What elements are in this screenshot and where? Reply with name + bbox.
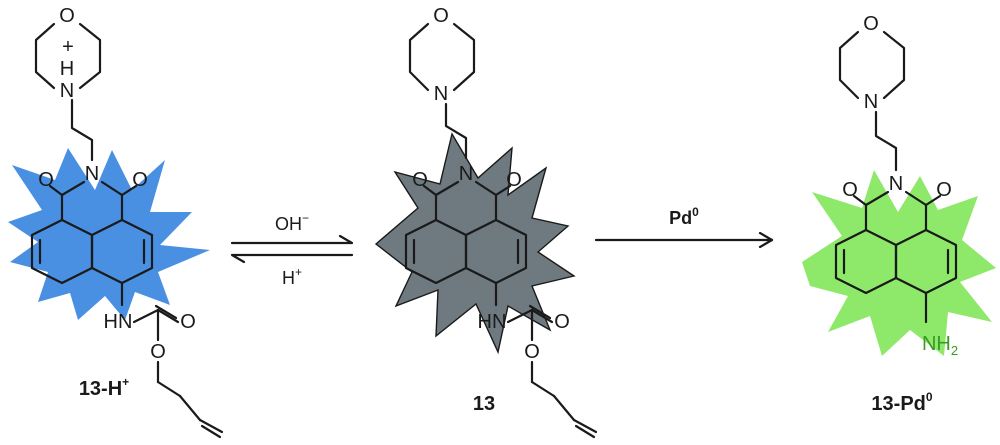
ring-nitrogen: N <box>864 91 878 113</box>
ring-charge: + <box>62 36 74 58</box>
ring-oxygen: O <box>433 5 449 27</box>
imide-and-naphthalene <box>30 180 154 307</box>
carbonyl-oxygen-left: O <box>412 169 428 191</box>
carbamate-carbonyl-oxygen: O <box>554 311 570 333</box>
ring-nitrogen: N <box>434 83 448 105</box>
compound-13: O N N O O HN <box>374 5 598 439</box>
ring-oxygen: O <box>59 5 75 27</box>
ring-oxygen: O <box>863 13 879 35</box>
alloc-group <box>506 304 598 439</box>
ring-hydrogen: H <box>60 58 74 80</box>
compound-label: 13-H+ <box>79 375 129 400</box>
carbamate-nh: HN <box>104 311 133 333</box>
ester-oxygen: O <box>524 341 540 363</box>
reaction-arrow: Pd0 <box>594 205 774 249</box>
carbamate-carbonyl-oxygen: O <box>180 311 196 333</box>
ester-oxygen: O <box>150 341 166 363</box>
ethyl-linker <box>444 102 468 160</box>
carbonyl-oxygen-left: O <box>842 179 858 201</box>
carbonyl-oxygen-left: O <box>38 169 54 191</box>
morpholine-ring <box>408 22 476 92</box>
imide-and-naphthalene <box>834 190 958 324</box>
imide-nitrogen: N <box>459 163 473 185</box>
carbonyl-oxygen-right: O <box>936 179 952 201</box>
ethyl-linker <box>874 110 898 172</box>
imide-nitrogen: N <box>85 163 99 185</box>
ethyl-linker <box>70 98 94 162</box>
imide-nitrogen: N <box>889 173 903 195</box>
morpholinium-ring <box>34 22 102 90</box>
carbonyl-oxygen-right: O <box>132 169 148 191</box>
imide-and-naphthalene <box>404 180 528 307</box>
carbonyl-oxygen-right: O <box>506 169 522 191</box>
compound-13-pd0: O N N O O NH2 13-Pd0 <box>802 13 996 415</box>
green-fluorescence-burst <box>802 170 996 356</box>
equilibrium-reagent-bottom: H+ <box>282 265 302 288</box>
ring-nitrogen: N <box>60 80 74 102</box>
equilibrium-reagent-top: OH− <box>275 211 309 234</box>
morpholine-ring <box>838 30 906 100</box>
reaction-reagent: Pd0 <box>669 205 699 228</box>
amine-group: NH2 <box>922 333 958 358</box>
compound-label: 13-Pd0 <box>871 390 932 415</box>
compound-label: 13 <box>473 393 495 415</box>
alloc-group <box>132 304 224 439</box>
equilibrium-arrows: OH− H+ <box>230 211 354 288</box>
compound-13-h-plus: O + H N N O O HN <box>8 5 224 439</box>
carbamate-nh: HN <box>478 311 507 333</box>
